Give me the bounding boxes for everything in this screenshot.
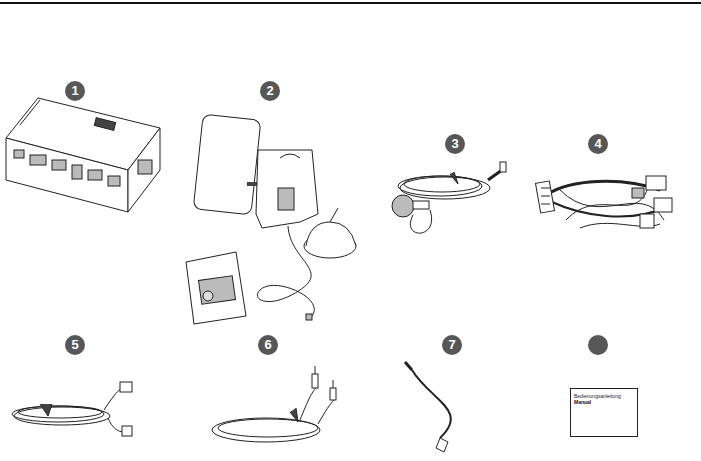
callout-number: 3: [445, 134, 465, 154]
wiring-harness: [536, 176, 672, 228]
callout-label: 5: [65, 335, 85, 355]
callout-circle: [588, 335, 608, 355]
callout-label: 6: [258, 335, 278, 355]
callout-number: 6: [258, 335, 278, 355]
callout-number: 1: [65, 81, 85, 101]
manual-booklet: BedienungsanleitungManual: [570, 388, 638, 437]
callout-number: 7: [442, 335, 462, 355]
coiled-cable: [12, 382, 132, 436]
cradle-set: [186, 114, 356, 324]
callout-label: 4: [588, 134, 608, 154]
callout-number: 4: [588, 134, 608, 154]
manual-title: Bedienungsanleitung: [574, 393, 634, 399]
manual-subtitle: Manual: [574, 399, 634, 406]
short-cable: [405, 362, 451, 452]
microphone: [392, 162, 506, 233]
audio-cable: [212, 366, 336, 442]
callout-number: 2: [260, 81, 280, 101]
callout-label: 3: [445, 134, 465, 154]
interface-box: [6, 98, 160, 212]
callout-label: 1: [65, 81, 85, 101]
top-rule: [0, 2, 701, 4]
callout-label: 2: [260, 81, 280, 101]
callout-label: 7: [442, 335, 462, 355]
callout-number: 5: [65, 335, 85, 355]
